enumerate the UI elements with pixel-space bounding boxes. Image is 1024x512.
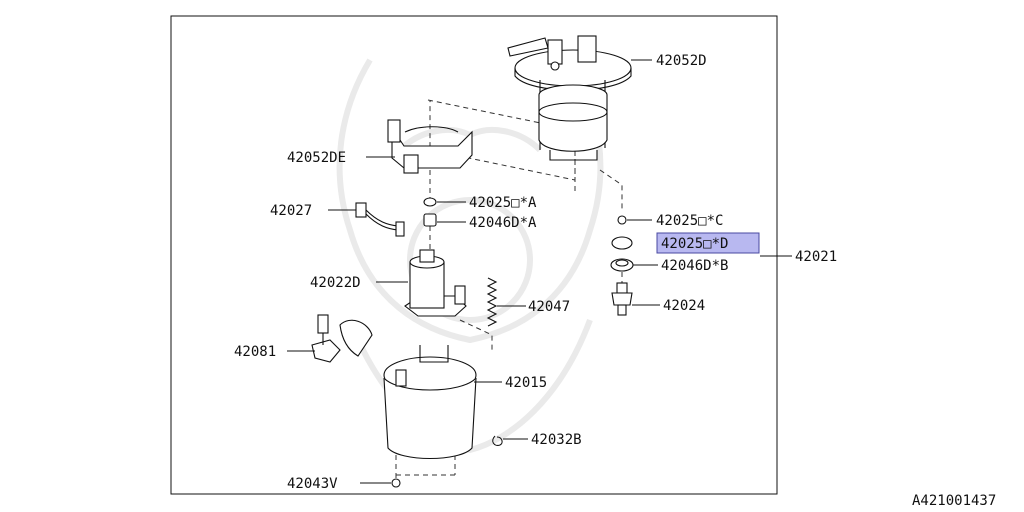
diagram-id: A421001437 — [912, 493, 996, 509]
label-42046B: 42046D*B — [661, 258, 728, 274]
highlight-box — [656, 232, 760, 254]
label-42025D: 42025□*D — [661, 236, 728, 252]
part-42025C-oring[interactable] — [617, 215, 627, 225]
part-42052DE-bracket[interactable] — [387, 119, 473, 174]
label-42081: 42081 — [234, 344, 276, 360]
label-42032B: 42032B — [531, 432, 582, 448]
label-42052D: 42052D — [656, 53, 707, 69]
part-42046A-cushion[interactable] — [423, 213, 437, 227]
part-42047-spring[interactable] — [486, 277, 498, 327]
part-42043V-screen[interactable] — [391, 478, 401, 488]
label-42024: 42024 — [663, 298, 705, 314]
part-42027-harness[interactable] — [355, 202, 405, 237]
part-42052D-flange[interactable] — [507, 35, 632, 150]
part-42015-reservoir[interactable] — [383, 345, 477, 460]
label-42022D: 42022D — [310, 275, 361, 291]
part-42032B-clip[interactable] — [492, 435, 503, 446]
label-42025C: 42025□*C — [656, 213, 723, 229]
diagram-frame — [170, 15, 778, 495]
label-42047: 42047 — [528, 299, 570, 315]
part-42081-level-sender[interactable] — [311, 314, 373, 363]
label-42015: 42015 — [505, 375, 547, 391]
part-42025D-oring[interactable] — [611, 236, 633, 250]
leader-lines — [287, 59, 792, 484]
part-42024-regulator[interactable] — [611, 282, 633, 316]
part-labels: 42052D 42052DE 42025□*A 42027 42046D*A 4… — [234, 53, 996, 509]
label-42021: 42021 — [795, 249, 837, 265]
label-42046A: 42046D*A — [469, 215, 537, 231]
part-42021-filter-canister[interactable] — [538, 84, 608, 161]
part-42025A-oring[interactable] — [423, 197, 437, 207]
label-42027: 42027 — [270, 203, 312, 219]
label-42052DE: 42052DE — [287, 150, 346, 166]
part-42046B-cushion[interactable] — [610, 258, 634, 272]
part-42022D-pump[interactable] — [404, 249, 467, 317]
label-42025A: 42025□*A — [469, 195, 537, 211]
label-42043V: 42043V — [287, 476, 338, 492]
